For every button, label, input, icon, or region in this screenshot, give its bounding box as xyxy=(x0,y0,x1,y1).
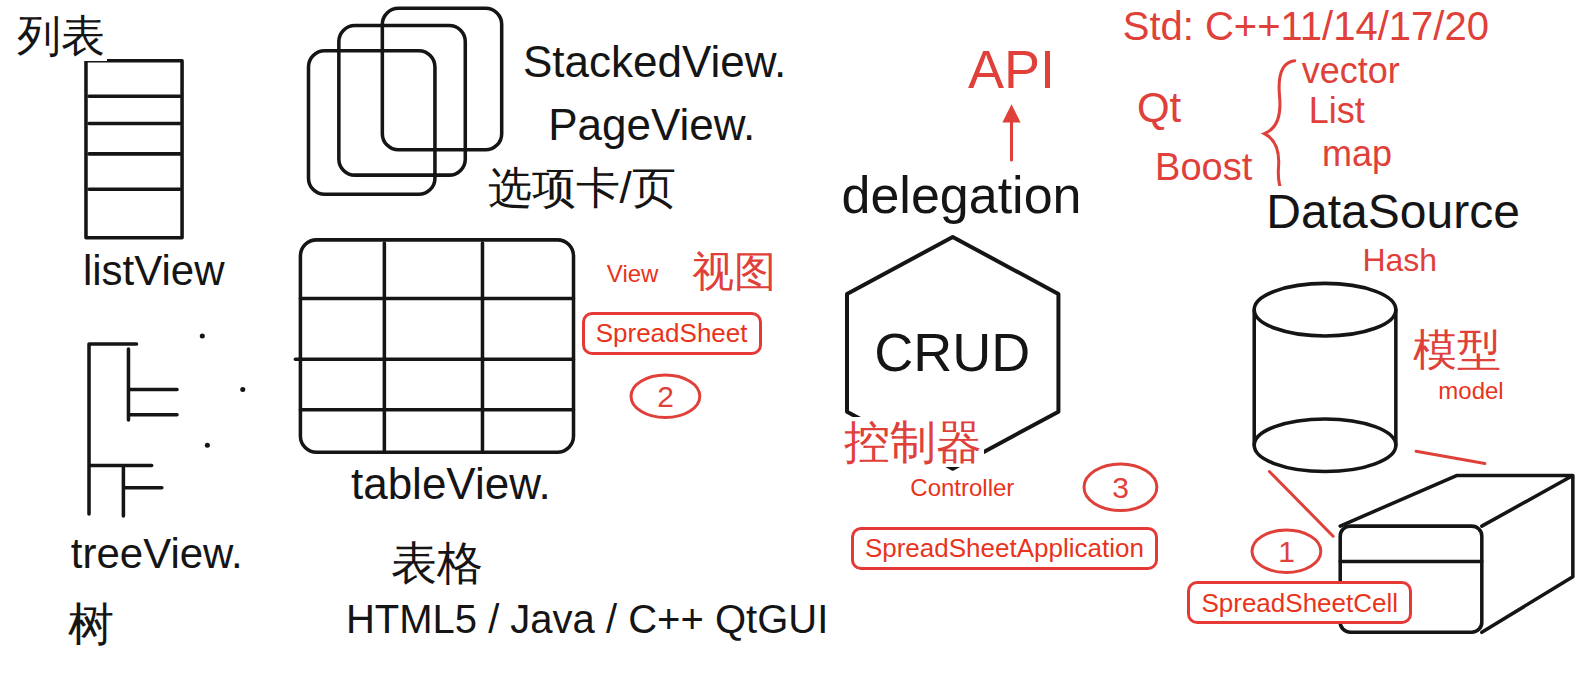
sketch-label: View xyxy=(605,261,661,287)
model-link-line xyxy=(1416,451,1485,463)
sketch-label: HTML5 / Java / C++ QtGUI xyxy=(344,597,830,641)
list-sketch xyxy=(86,61,182,238)
sketch-label: 视图 xyxy=(690,249,778,295)
stacked-pages-sketch xyxy=(309,8,502,194)
class-box: SpreadSheetApplication xyxy=(851,527,1158,570)
sketch-label: delegation xyxy=(840,167,1084,224)
sketch-label: Boost xyxy=(1153,147,1254,189)
class-box: SpreadSheetCell xyxy=(1187,581,1412,624)
sketch-label: 模型 xyxy=(1411,326,1503,374)
sketch-label: List xyxy=(1307,91,1367,131)
sketch-label: 选项卡/页 xyxy=(486,164,678,212)
node-label: SpreadSheet xyxy=(596,319,748,348)
sketch-label: StackedView. xyxy=(521,38,788,86)
model-link-line xyxy=(1269,471,1333,536)
node-label: CRUD xyxy=(874,323,1030,382)
library-brace xyxy=(1264,61,1294,201)
sketch-label: 树 xyxy=(66,599,116,650)
sketch-label: PageView. xyxy=(546,101,757,149)
api-arrow xyxy=(1010,113,1013,160)
tree-sketch xyxy=(89,344,177,516)
callout-number: 3 xyxy=(1082,462,1159,513)
database-cylinder xyxy=(1254,283,1396,471)
sketch-label: API xyxy=(966,40,1057,99)
node-label: SpreadSheetCell xyxy=(1201,589,1398,618)
sketch-label: Controller xyxy=(908,475,1016,501)
sketch-label: vector xyxy=(1300,51,1402,91)
sketch-label: 表格 xyxy=(389,538,485,589)
sketch-label: DataSource xyxy=(1264,186,1521,239)
callout-number-text: 1 xyxy=(1278,535,1295,568)
sketch-label: 列表 xyxy=(15,12,107,60)
sketch-label: tableView. xyxy=(349,460,553,508)
sketch-label: Std: C++11/14/17/20 xyxy=(1121,4,1491,48)
callout-number-text: 2 xyxy=(657,380,674,413)
sketch-label: 控制器 xyxy=(842,417,984,468)
sketch-label: Qt xyxy=(1135,85,1183,131)
node-label: SpreadSheetApplication xyxy=(865,534,1144,563)
circle-shape xyxy=(631,375,700,418)
sketch-label: listView xyxy=(81,248,227,294)
ellipsis-dots xyxy=(200,333,246,447)
circle-shape xyxy=(1084,464,1157,511)
callout-number: 1 xyxy=(1250,528,1323,575)
sketch-label: model xyxy=(1436,378,1505,404)
table-sketch xyxy=(295,240,573,452)
class-box: SpreadSheet xyxy=(582,312,762,355)
callout-number-text: 3 xyxy=(1112,471,1129,504)
circle-shape xyxy=(1252,530,1321,573)
callout-number: 2 xyxy=(629,373,702,420)
sketch-label: map xyxy=(1320,134,1394,174)
sketch-label: Hash xyxy=(1360,243,1439,278)
sketch-label: treeView. xyxy=(69,531,245,577)
